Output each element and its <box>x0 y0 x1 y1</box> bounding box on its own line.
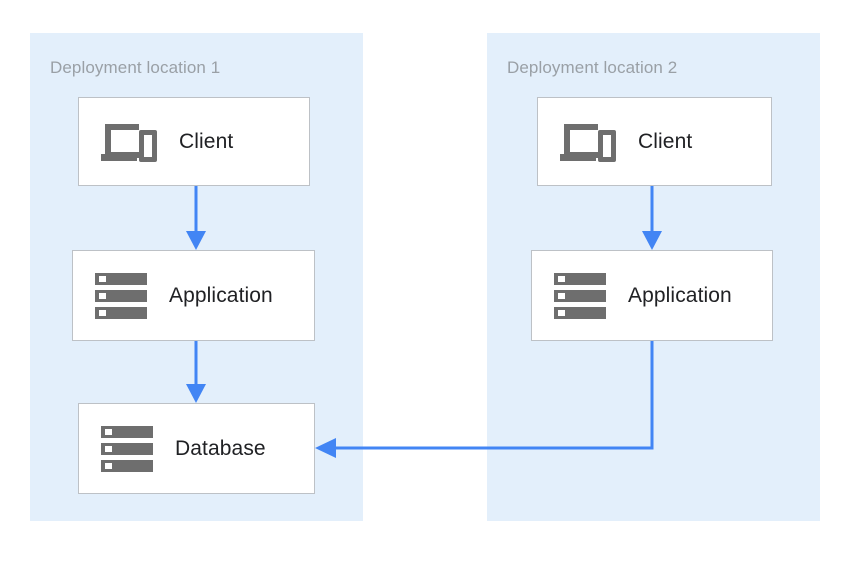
deployment-location-2-title: Deployment location 2 <box>507 58 678 77</box>
node-database-1[interactable]: Database <box>78 403 315 494</box>
server-icon <box>101 425 153 472</box>
node-client-2-label: Client <box>638 129 693 153</box>
node-application-1-label: Application <box>169 283 273 307</box>
node-application-1[interactable]: Application <box>72 250 315 341</box>
devices-icon <box>560 123 616 162</box>
deployment-location-1-title: Deployment location 1 <box>50 58 221 77</box>
server-icon <box>95 272 147 319</box>
node-client-1[interactable]: Client <box>78 97 310 186</box>
node-client-2[interactable]: Client <box>537 97 772 186</box>
server-icon <box>554 272 606 319</box>
node-application-2[interactable]: Application <box>531 250 773 341</box>
devices-icon <box>101 123 157 162</box>
node-database-1-label: Database <box>175 436 266 460</box>
node-client-1-label: Client <box>179 129 234 153</box>
node-application-2-label: Application <box>628 283 732 307</box>
